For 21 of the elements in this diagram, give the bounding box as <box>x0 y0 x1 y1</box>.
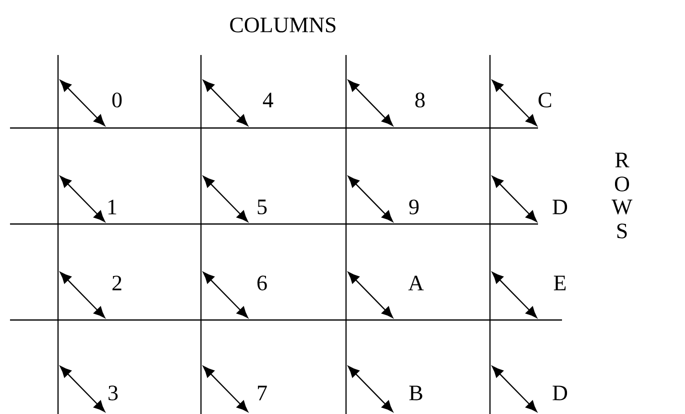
key-label: E <box>554 276 566 290</box>
key-label: A <box>408 276 424 290</box>
key-label: 6 <box>257 276 267 290</box>
key-label: C <box>538 92 552 108</box>
rows-letter: R <box>615 152 630 168</box>
key-label: 1 <box>108 200 116 214</box>
key-label: D <box>552 386 568 400</box>
rows-letter: W <box>612 200 632 214</box>
axis-title: COLUMNS <box>230 18 336 32</box>
key-label: 0 <box>112 92 122 108</box>
rows-letter: S <box>617 224 627 238</box>
key-label: 7 <box>258 386 267 400</box>
key-label: 8 <box>415 92 425 108</box>
key-label: 5 <box>258 200 267 214</box>
key-label: 2 <box>112 276 122 290</box>
key-label: B <box>409 386 422 400</box>
key-label: 9 <box>409 200 419 214</box>
key-label: D <box>552 200 568 214</box>
key-label: 3 <box>108 386 118 400</box>
rows-letter: O <box>614 176 630 192</box>
key-label: 4 <box>262 92 274 108</box>
